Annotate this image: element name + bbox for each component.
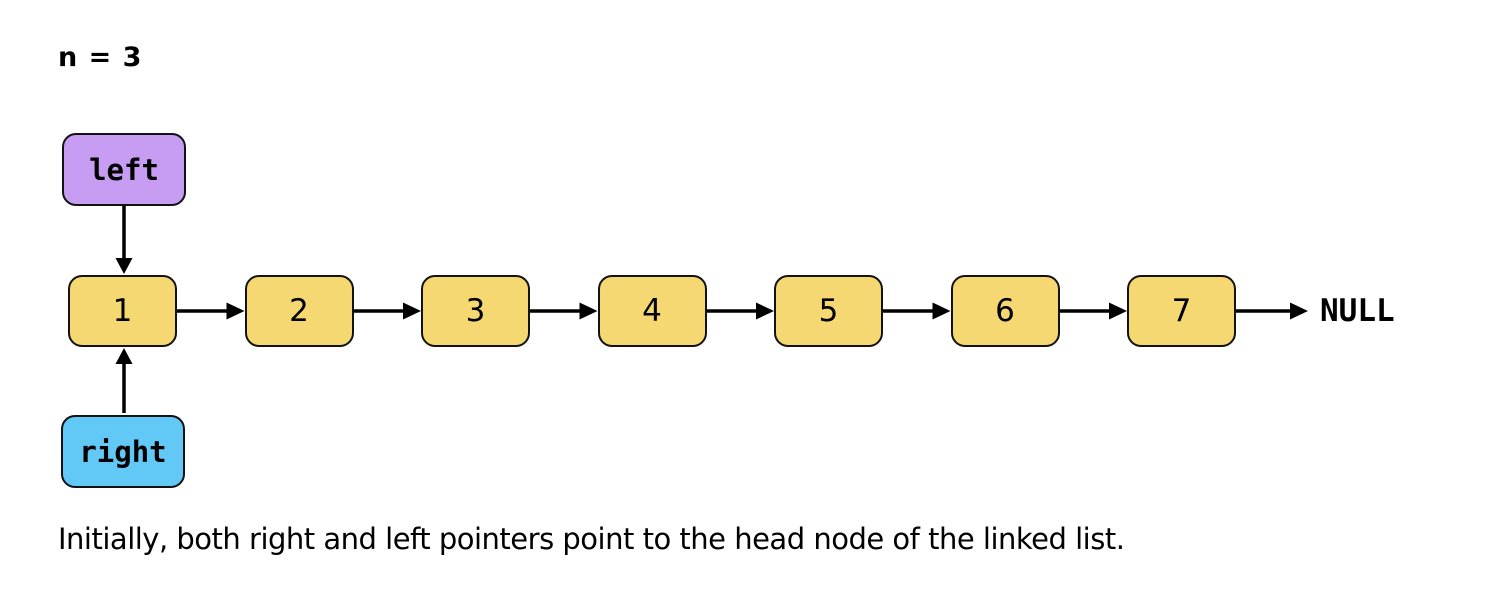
arrow-node2-node3 [353,302,421,320]
arrow-right-to-node1 [115,348,133,413]
arrow-node6-node7 [1059,302,1127,320]
list-node-4: 4 [597,275,707,347]
arrow-node4-node5 [706,302,774,320]
arrow-left-to-node1 [115,206,133,274]
list-node-1: 1 [68,275,177,347]
arrow-node1-node2 [177,302,245,320]
left-pointer-label: left [89,152,159,187]
arrow-node5-node6 [883,302,951,320]
list-node-2: 2 [244,275,354,347]
null-terminator-label: NULL [1320,293,1395,329]
list-node-5: 5 [774,275,883,347]
right-pointer-box: right [61,415,185,488]
caption-text: Initially, both right and left pointers … [58,522,1125,556]
list-node-7: 7 [1127,275,1236,347]
right-pointer-label: right [79,434,167,469]
list-node-3: 3 [421,275,530,347]
n-value-label: n = 3 [58,42,143,73]
left-pointer-box: left [62,133,186,206]
arrow-node3-node4 [530,302,598,320]
list-node-6: 6 [950,275,1060,347]
arrow-node7-null [1236,302,1308,320]
